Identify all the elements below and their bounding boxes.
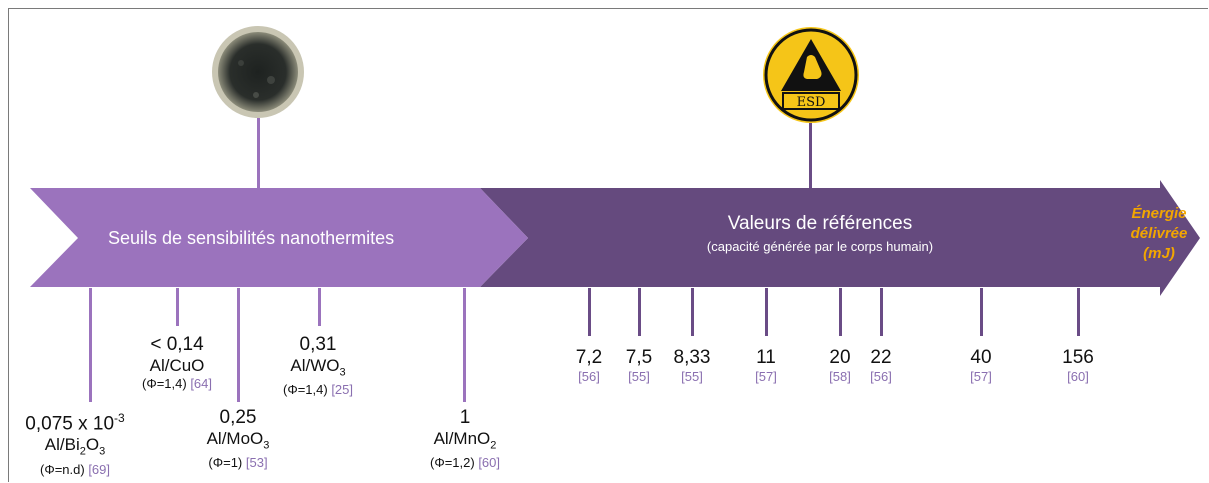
threshold-wo3: 0,31 Al/WO3 (Φ=1,4) [25] [283,334,353,398]
reference-tick [691,288,694,336]
threshold-value: 0,075 x 10 [25,413,115,435]
threshold-material: Al/MnO [433,429,491,448]
reference-item: 20[58] [829,347,851,384]
axis-label-line1: Énergie [1131,205,1187,222]
reference-tick [765,288,768,336]
reference-value: 7,2 [575,347,603,368]
citation: [56] [870,369,892,384]
subscript: 3 [99,445,106,458]
phi-value: (Φ=1,4) [282,382,328,398]
threshold-moo3: 0,25 Al/MoO3 (Φ=1) [53] [207,407,270,471]
threshold-material: Al/CuO [149,356,205,375]
citation: [64] [190,376,213,391]
threshold-value: 1 [459,407,471,428]
citation: [58] [829,369,851,384]
phi-value: (Φ=1,4) [141,376,187,391]
reference-item: 11[57] [755,347,777,384]
threshold-material: Al/MoO [206,429,264,448]
reference-item: 8,33[55] [674,347,711,384]
threshold-tick [463,288,466,402]
reference-value: 156 [1062,347,1094,368]
subscript: 3 [263,439,270,452]
axis-label: Énergie délivrée (mJ) [1110,204,1208,264]
phi-value: (Φ=1) [208,455,243,471]
reference-tick [839,288,842,336]
reference-banner-title: Valeurs de références [727,213,913,234]
reference-value: 20 [829,347,851,368]
threshold-value: < 0,14 [150,334,204,355]
reference-tick [638,288,641,336]
subscript: 2 [79,445,86,458]
reference-tick [880,288,883,336]
citation: [56] [578,369,600,384]
reference-value: 11 [756,347,776,368]
phi-value: (Φ=n.d) [39,461,85,477]
esd-icon: ESD [763,27,859,123]
citation: [55] [681,369,703,384]
reference-value: 8,33 [673,347,711,368]
reference-item: 156[60] [1062,347,1094,384]
reference-arrow [480,180,1200,296]
threshold-bi2o3: 0,075 x 10-3 Al/Bi2O3 (Φ=n.d) [69] [25,407,124,478]
threshold-chevron [30,188,528,287]
axis-label-line2: délivrée [1130,225,1188,242]
subscript: 2 [490,439,497,452]
threshold-value: 0,31 [299,334,337,355]
citation: [53] [245,455,268,471]
reference-item: 7,5[55] [626,347,652,384]
reference-tick [588,288,591,336]
threshold-cuo: < 0,14 Al/CuO (Φ=1,4) [64] [142,334,212,392]
threshold-tick [176,288,179,326]
reference-value: 22 [870,347,892,368]
reference-item: 7,2[56] [576,347,602,384]
threshold-banner-label: Seuils de sensibilités nanothermites [108,228,395,248]
citation: [25] [331,382,354,398]
nanothermite-powder-icon [212,26,304,118]
reference-tick [980,288,983,336]
threshold-tick [89,288,92,402]
threshold-exponent: -3 [114,411,125,425]
reference-tick [1077,288,1080,336]
material-part: O [85,435,100,455]
threshold-tick [318,288,321,326]
threshold-value: 0,25 [219,407,257,428]
citation: [57] [970,369,992,384]
citation: [57] [755,369,777,384]
citation: [60] [478,455,501,471]
reference-item: 22[56] [870,347,892,384]
reference-value: 40 [970,347,992,368]
citation: [60] [1067,369,1089,384]
citation: [69] [88,461,111,477]
threshold-material: Al/Bi [44,435,80,455]
figure-frame [8,8,1208,482]
threshold-mno2: 1 Al/MnO2 (Φ=1,2) [60] [430,407,500,471]
esd-connector-line [809,123,812,188]
subscript: 3 [339,366,346,379]
citation: [55] [628,369,650,384]
reference-banner-subtitle: (capacité générée par le corps humain) [706,239,934,254]
powder-connector-line [257,118,260,188]
reference-item: 40[57] [970,347,992,384]
axis-label-line3: (mJ) [1143,245,1175,262]
reference-value: 7,5 [625,347,653,368]
threshold-tick [237,288,240,402]
phi-value: (Φ=1,2) [429,455,475,471]
threshold-material: Al/WO [290,356,340,375]
svg-text:ESD: ESD [797,95,826,110]
